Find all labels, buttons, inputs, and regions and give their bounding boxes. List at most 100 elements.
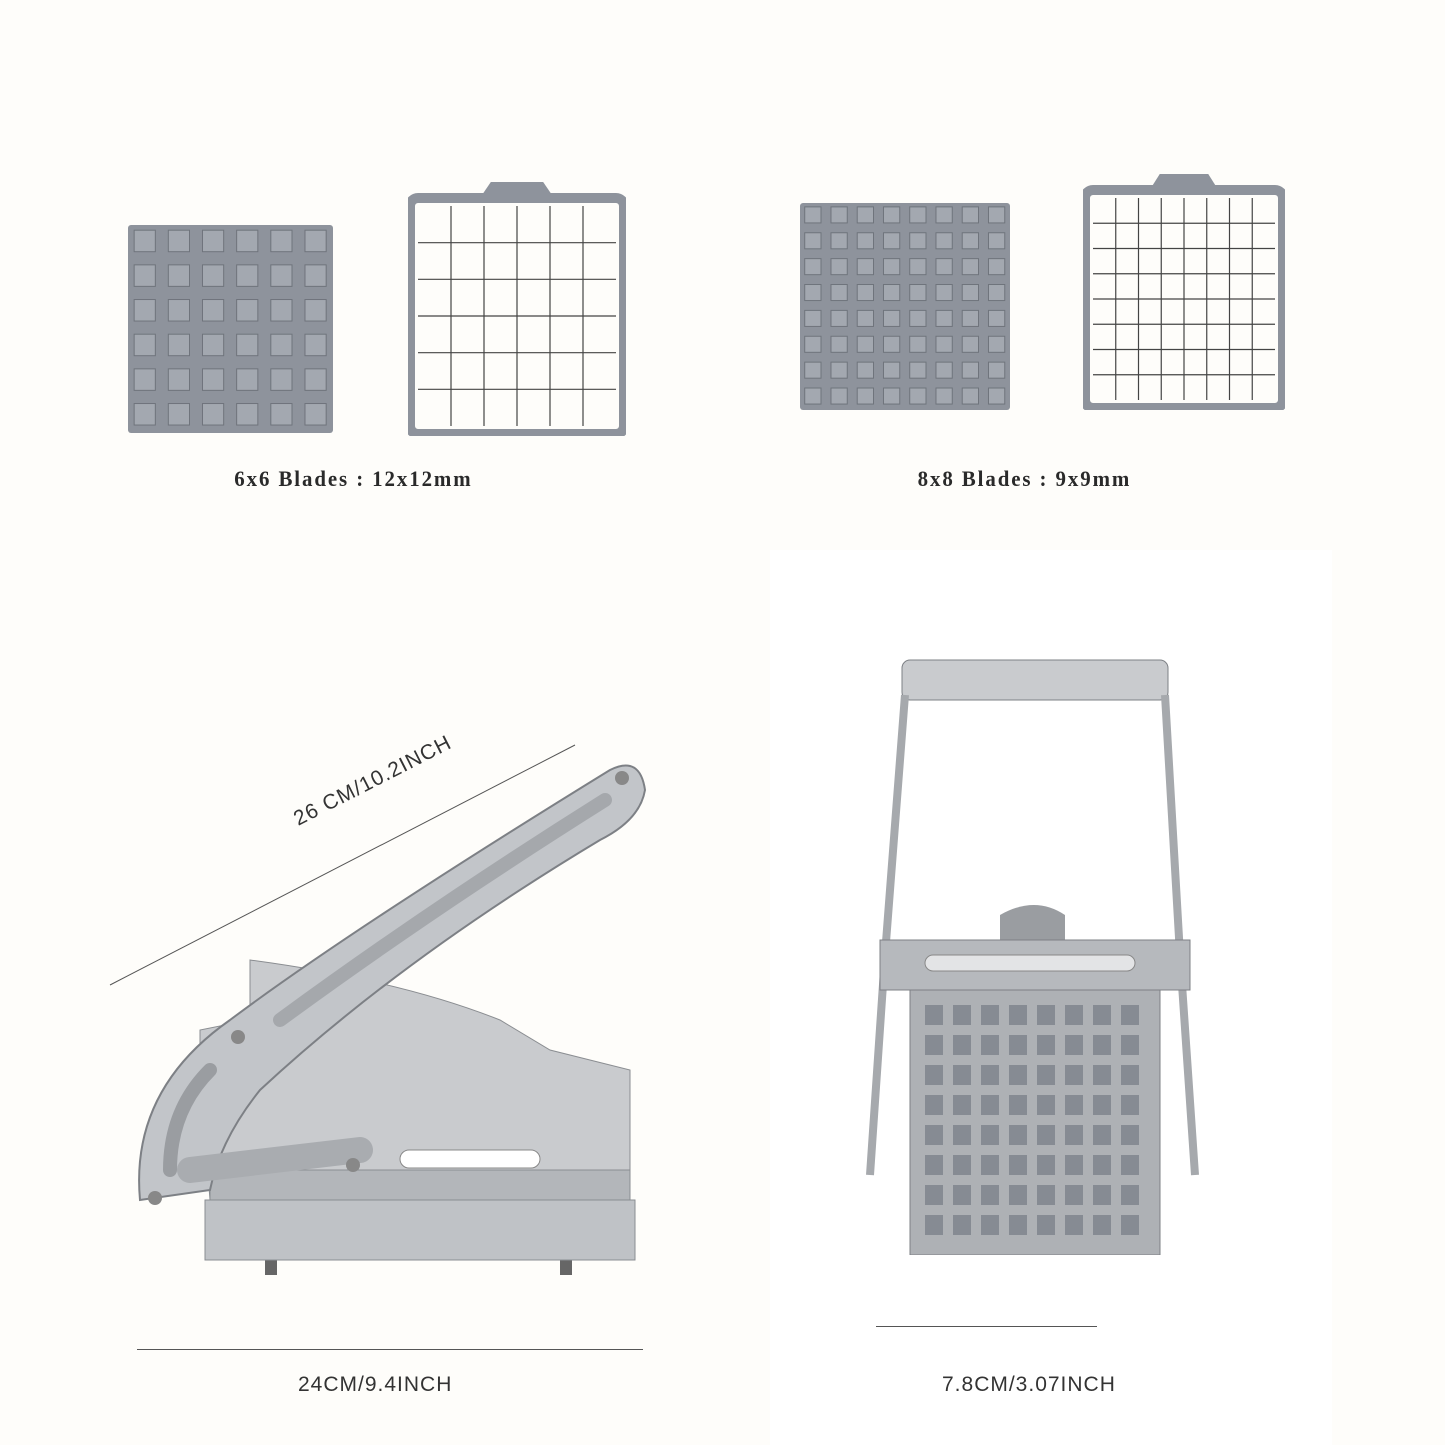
pusher-cube	[987, 309, 1006, 327]
front-grid-cube	[1121, 1035, 1139, 1055]
pusher-cube	[830, 335, 848, 353]
front-grid-cube	[1121, 1125, 1139, 1145]
front-grid-cube	[981, 1005, 999, 1025]
pusher-cube	[804, 387, 822, 405]
front-grid-cube	[1009, 1215, 1027, 1235]
pusher-cube	[304, 333, 327, 357]
front-grid-cube	[1065, 1065, 1083, 1085]
pusher-cube	[236, 299, 259, 322]
front-grid-cube	[981, 1065, 999, 1085]
front-grid-cube	[1009, 1065, 1027, 1085]
width-label: 7.8CM/3.07INCH	[942, 1373, 1116, 1396]
pusher-cube	[987, 284, 1006, 302]
pusher-cube	[201, 264, 225, 287]
pusher-cube	[133, 333, 156, 357]
pusher-cube	[987, 335, 1006, 353]
pusher-cube	[830, 232, 848, 250]
pusher-cube	[856, 387, 874, 405]
pusher-cube	[133, 229, 156, 253]
front-grid-cube	[1065, 1005, 1083, 1025]
pusher-cube	[830, 284, 848, 302]
pusher-6x6-image	[128, 225, 333, 433]
front-grid-cube	[1093, 1185, 1111, 1205]
pusher-cube	[935, 361, 953, 379]
front-grid-cube	[953, 1035, 971, 1055]
pusher-cube	[133, 403, 156, 426]
front-grid-cube	[953, 1125, 971, 1145]
front-grid-cube	[925, 1215, 943, 1235]
pusher-cube	[201, 299, 225, 322]
pusher-cube	[935, 206, 953, 224]
pusher-cube	[270, 299, 293, 322]
pusher-cube	[882, 258, 901, 276]
pusher-cube	[236, 333, 259, 357]
pusher-cube	[830, 361, 848, 379]
pusher-cube	[856, 232, 874, 250]
pusher-cube	[830, 206, 848, 224]
pusher-cube	[167, 299, 190, 322]
front-grid-cube	[925, 1125, 943, 1145]
pusher-cube	[856, 309, 874, 327]
front-grid-cube	[981, 1125, 999, 1145]
front-grid-cube	[1037, 1035, 1055, 1055]
pusher-cube	[304, 264, 327, 287]
pusher-cube	[882, 335, 901, 353]
blade-frame-8x8-image	[1083, 174, 1285, 410]
pusher-cube	[882, 284, 901, 302]
front-grid-cube	[1121, 1185, 1139, 1205]
pusher-cube	[167, 229, 190, 253]
pusher-cube	[856, 258, 874, 276]
front-grid-cube	[1093, 1155, 1111, 1175]
front-grid-cube	[1093, 1215, 1111, 1235]
blade-frame-6x6-image	[408, 182, 626, 436]
pusher-cube	[804, 335, 822, 353]
base-length-label: 24CM/9.4INCH	[298, 1373, 453, 1396]
front-grid-cube	[1093, 1125, 1111, 1145]
pusher-cube	[909, 335, 927, 353]
pusher-cube	[236, 368, 259, 391]
front-grid-cube	[1009, 1095, 1027, 1115]
pusher-cube	[201, 403, 225, 426]
front-grid-cube	[953, 1185, 971, 1205]
pusher-cube	[909, 206, 927, 224]
pusher-cube	[961, 387, 980, 405]
front-grid-cube	[981, 1215, 999, 1235]
pusher-cube	[167, 403, 190, 426]
pusher-cube	[201, 368, 225, 391]
pusher-cube	[270, 229, 293, 253]
pusher-cube	[804, 206, 822, 224]
front-grid-cube	[981, 1185, 999, 1205]
pusher-cube	[909, 258, 927, 276]
front-grid-cube	[1121, 1095, 1139, 1115]
pusher-cube	[236, 229, 259, 253]
front-grid-cube	[925, 1005, 943, 1025]
front-grid-cube	[1065, 1125, 1083, 1145]
pusher-cube	[270, 368, 293, 391]
pusher-cube	[804, 361, 822, 379]
pusher-cube	[304, 299, 327, 322]
pusher-cube	[804, 309, 822, 327]
front-grid-cube	[981, 1155, 999, 1175]
front-grid-cube	[925, 1185, 943, 1205]
blade-6x6-label: 6x6 Blades : 12x12mm	[234, 466, 473, 491]
front-grid-cube	[1121, 1065, 1139, 1085]
pusher-cube	[856, 335, 874, 353]
front-grid-cube	[1037, 1215, 1055, 1235]
pusher-cube	[987, 206, 1006, 224]
front-grid-cube	[1037, 1005, 1055, 1025]
pusher-cube	[236, 264, 259, 287]
pusher-cube	[133, 368, 156, 391]
front-grid-cube	[1009, 1005, 1027, 1025]
front-grid-cube	[1065, 1035, 1083, 1055]
pusher-cube	[856, 206, 874, 224]
pusher-cube	[961, 284, 980, 302]
pusher-cube	[270, 333, 293, 357]
pusher-cube	[935, 232, 953, 250]
pusher-cube	[909, 284, 927, 302]
front-grid-cube	[1093, 1035, 1111, 1055]
pusher-cube	[830, 309, 848, 327]
pusher-cube	[882, 232, 901, 250]
pusher-cube	[133, 299, 156, 322]
pusher-cube	[304, 229, 327, 253]
pusher-8x8-image	[800, 203, 1010, 410]
